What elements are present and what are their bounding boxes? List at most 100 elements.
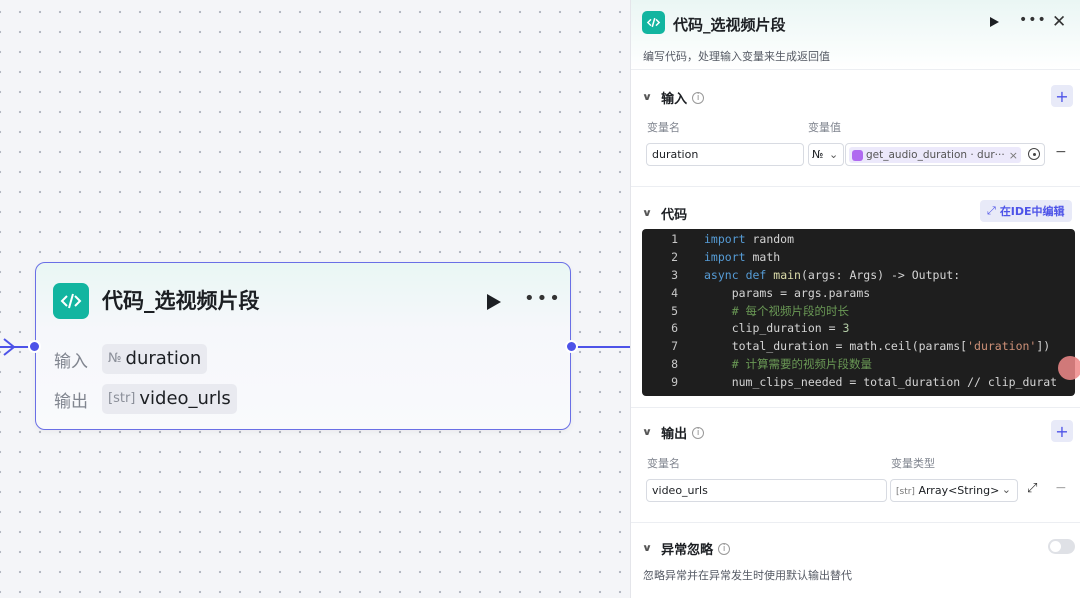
- close-icon[interactable]: ✕: [1052, 12, 1067, 32]
- remove-output-icon[interactable]: −: [1055, 480, 1067, 496]
- divider: [631, 186, 1080, 187]
- code-editor[interactable]: 1 import random 2 import math 3 async def mai…: [642, 229, 1075, 396]
- output-type-value: Array<String>: [918, 484, 1000, 497]
- node-title: 代码_选视频片段: [102, 289, 260, 313]
- code-text[interactable]: import random: [704, 231, 795, 246]
- info-icon[interactable]: i: [718, 542, 731, 555]
- add-output-button[interactable]: +: [1051, 420, 1073, 442]
- output-variable-chip: [str] video_urls: [102, 384, 237, 414]
- chevron-down-icon: ⌄: [1001, 483, 1011, 496]
- info-icon[interactable]: i: [692, 426, 705, 439]
- code-text[interactable]: # 计算需要的视频片段数量: [731, 357, 873, 372]
- line-number: 7: [671, 339, 678, 354]
- divider: [631, 407, 1080, 408]
- expand-icon: ⤢: [987, 204, 996, 217]
- output-section-title: 输出: [661, 427, 688, 442]
- input-section-header[interactable]: ∨ 输入 i: [641, 88, 705, 107]
- input-port[interactable]: [28, 340, 41, 353]
- output-type-select[interactable]: [str] Array<String> ⌄: [890, 479, 1018, 502]
- play-icon[interactable]: [989, 16, 1000, 28]
- panel-title[interactable]: 代码_选视频片段: [673, 16, 786, 34]
- output-variable-name: video_urls: [139, 388, 231, 409]
- code-line[interactable]: 9 num_clips_needed = total_duration // c…: [642, 373, 1075, 391]
- code-text[interactable]: clip_duration = 3: [704, 321, 850, 336]
- expand-icon[interactable]: ⤢: [1027, 481, 1038, 496]
- line-number: 5: [671, 303, 678, 318]
- code-text[interactable]: num_clips_needed = total_duration // cli…: [704, 375, 1058, 390]
- exception-ignore-toggle[interactable]: [1048, 539, 1075, 554]
- floating-assistant-icon[interactable]: [1058, 356, 1080, 380]
- panel-header: 代码_选视频片段 ••• ✕ 编写代码，处理输入变量来生成返回值: [631, 0, 1080, 70]
- variable-reference-field[interactable]: get_audio_duration · dur··· ×: [845, 143, 1045, 166]
- line-number: 6: [671, 321, 678, 336]
- line-number: 8: [671, 357, 678, 372]
- reference-value: get_audio_duration · dur···: [866, 149, 1005, 161]
- number-type-icon: №: [812, 148, 824, 161]
- chevron-down-icon[interactable]: ∨: [641, 92, 653, 103]
- play-icon[interactable]: [486, 293, 502, 311]
- outgoing-edge[interactable]: [574, 346, 630, 348]
- workflow-canvas[interactable]: 代码_选视频片段 ••• 输入 № duration 输出 [str] vide…: [0, 0, 630, 598]
- output-section-header[interactable]: ∨ 输出 i: [641, 423, 705, 442]
- input-variable-name-field[interactable]: duration: [646, 143, 804, 166]
- reference-tag: get_audio_duration · dur··· ×: [849, 147, 1021, 163]
- edit-in-ide-button[interactable]: ⤢ 在IDE中编辑: [980, 200, 1072, 222]
- output-port[interactable]: [565, 340, 578, 353]
- chevron-down-icon: ⌄: [828, 148, 839, 161]
- code-icon: [642, 11, 665, 34]
- code-node[interactable]: 代码_选视频片段 ••• 输入 № duration 输出 [str] vide…: [28, 262, 578, 430]
- info-icon[interactable]: i: [692, 91, 705, 104]
- exception-description: 忽略异常并在异常发生时使用默认输出替代: [643, 569, 852, 582]
- number-type-icon: №: [108, 351, 122, 366]
- col-variable-value: 变量值: [808, 121, 841, 134]
- edge-arrow-icon: [3, 338, 16, 356]
- remove-reference-icon[interactable]: ×: [1008, 148, 1018, 162]
- input-variable-chip: № duration: [102, 344, 208, 374]
- output-variable-name-field[interactable]: video_urls: [646, 479, 887, 502]
- code-section-header[interactable]: ∨ 代码: [641, 204, 687, 223]
- code-text[interactable]: total_duration = math.ceil(params['durat…: [704, 339, 1051, 354]
- output-label: 输出: [54, 391, 88, 412]
- code-line[interactable]: 7 total_duration = math.ceil(params['dur…: [642, 337, 1075, 355]
- code-text[interactable]: async def main(args: Args) -> Output:: [704, 267, 961, 282]
- exception-section-title: 异常忽略: [661, 543, 714, 558]
- incoming-edge[interactable]: [0, 346, 36, 348]
- string-array-type-icon: [str]: [108, 391, 136, 406]
- col-variable-name: 变量名: [647, 457, 680, 470]
- string-array-type-icon: [str]: [896, 487, 915, 497]
- plugin-icon: [852, 149, 863, 161]
- panel-description: 编写代码，处理输入变量来生成返回值: [643, 50, 830, 63]
- chevron-down-icon[interactable]: ∨: [641, 208, 653, 219]
- remove-input-icon[interactable]: −: [1055, 144, 1067, 160]
- code-line[interactable]: 5 # 每个视频片段的时长: [642, 302, 1075, 320]
- divider: [631, 522, 1080, 523]
- chevron-down-icon[interactable]: ∨: [641, 427, 653, 438]
- value-type-select[interactable]: № ⌄: [808, 143, 844, 166]
- code-line[interactable]: 2 import math: [642, 248, 1075, 266]
- col-variable-name: 变量名: [647, 121, 680, 134]
- code-text[interactable]: import math: [704, 249, 781, 264]
- code-line[interactable]: 4 params = args.params: [642, 284, 1075, 302]
- more-icon[interactable]: •••: [1019, 12, 1047, 28]
- code-line[interactable]: 6 clip_duration = 3: [642, 319, 1075, 337]
- code-icon: [53, 283, 89, 319]
- code-text[interactable]: params = args.params: [704, 285, 871, 300]
- code-text[interactable]: # 每个视频片段的时长: [731, 303, 850, 318]
- node-config-panel: 代码_选视频片段 ••• ✕ 编写代码，处理输入变量来生成返回值 ∨ 输入 i …: [630, 0, 1080, 598]
- node-input-row: 输入 № duration: [54, 344, 208, 374]
- line-number: 2: [671, 249, 678, 264]
- node-output-row: 输出 [str] video_urls: [54, 384, 237, 414]
- edit-in-ide-label: 在IDE中编辑: [999, 205, 1065, 218]
- chevron-down-icon[interactable]: ∨: [641, 543, 653, 554]
- target-icon[interactable]: [1028, 148, 1040, 160]
- code-line[interactable]: 3 async def main(args: Args) -> Output:: [642, 266, 1075, 284]
- add-input-button[interactable]: +: [1051, 85, 1073, 107]
- code-line[interactable]: 1 import random: [642, 230, 1075, 248]
- line-number: 1: [671, 231, 678, 246]
- line-number: 3: [671, 267, 678, 282]
- line-number: 4: [671, 285, 678, 300]
- code-line[interactable]: 8 # 计算需要的视频片段数量: [642, 355, 1075, 373]
- more-icon[interactable]: •••: [524, 288, 562, 309]
- input-label: 输入: [54, 351, 88, 372]
- exception-section-header[interactable]: ∨ 异常忽略 i: [641, 539, 731, 558]
